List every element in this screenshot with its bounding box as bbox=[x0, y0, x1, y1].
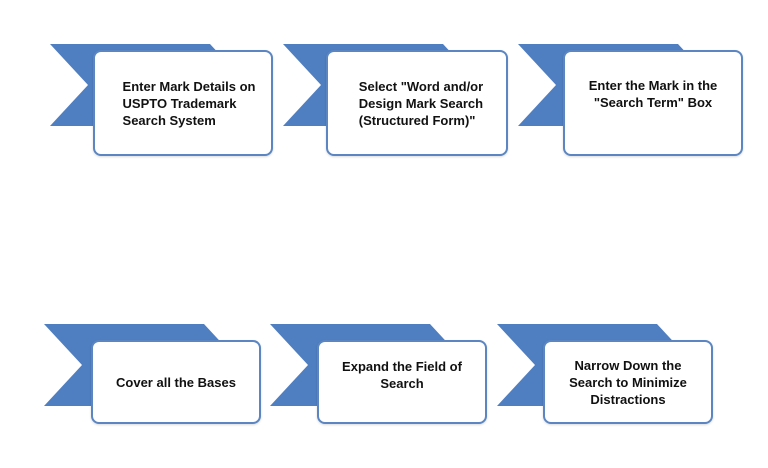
step-5-label: Expand the Field of Search bbox=[342, 359, 462, 391]
step-4-label: Cover all the Bases bbox=[116, 374, 236, 390]
step-2-box: Select "Word and/or Design Mark Search (… bbox=[326, 50, 508, 156]
step-5-box: Expand the Field of Search bbox=[317, 340, 487, 424]
step-6-label: Narrow Down the Search to Minimize Distr… bbox=[569, 357, 687, 407]
step-3-label: Enter the Mark in the "Search Term" Box bbox=[588, 78, 718, 110]
step-2-label: Select "Word and/or Design Mark Search (… bbox=[358, 78, 484, 128]
step-1-box: Enter Mark Details on USPTO Trademark Se… bbox=[93, 50, 273, 156]
step-4-box: Cover all the Bases bbox=[91, 340, 261, 424]
step-3-box: Enter the Mark in the "Search Term" Box bbox=[563, 50, 743, 156]
step-6-box: Narrow Down the Search to Minimize Distr… bbox=[543, 340, 713, 424]
step-1-label: Enter Mark Details on USPTO Trademark Se… bbox=[122, 78, 256, 128]
